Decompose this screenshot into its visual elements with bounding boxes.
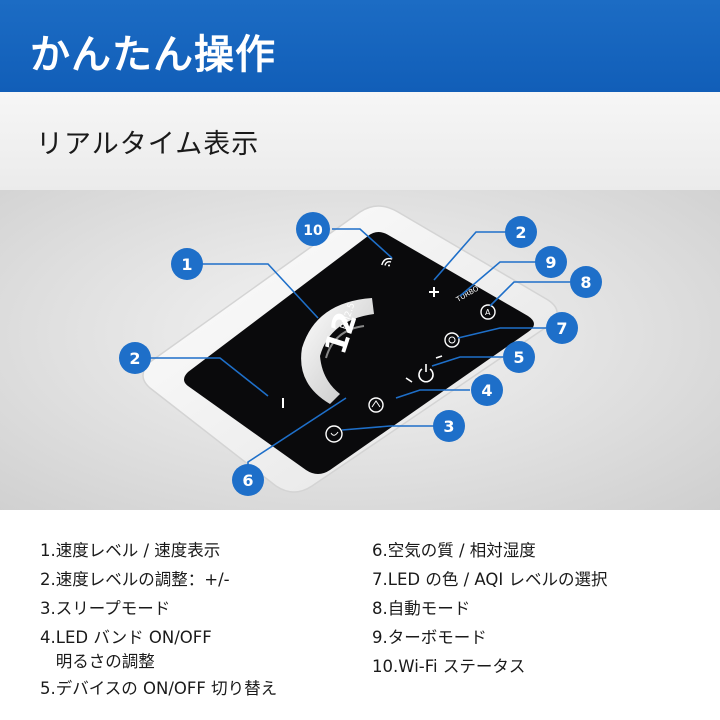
svg-text:3: 3 xyxy=(443,417,454,436)
legend-item-9: 9.ターボモード xyxy=(372,628,487,647)
speed-arc-inner xyxy=(325,325,365,359)
header-banner: かんたん操作 xyxy=(0,0,720,92)
led-band-icon xyxy=(368,397,384,413)
callout-6: 6 xyxy=(232,464,264,496)
callout-9: 9 xyxy=(535,246,567,278)
wifi-icon xyxy=(381,257,393,267)
legend-column-right: 6.空気の質 / 相対湿度 7.LED の色 / AQI レベルの選択 8.自動… xyxy=(372,536,712,681)
legend-item-1: 1.速度レベル / 速度表示 xyxy=(40,541,221,560)
legend-column-left: 1.速度レベル / 速度表示 2.速度レベルの調整：+/- 3.スリープモード … xyxy=(40,536,360,703)
svg-text:4: 4 xyxy=(481,381,492,400)
legend-item-2: 2.速度レベルの調整：+/- xyxy=(40,570,230,589)
callout-1: 1 xyxy=(171,248,203,280)
legend: 1.速度レベル / 速度表示 2.速度レベルの調整：+/- 3.スリープモード … xyxy=(0,510,720,720)
page-title: かんたん操作 xyxy=(30,32,276,78)
legend-item-7: 7.LED の色 / AQI レベルの選択 xyxy=(372,570,608,589)
auto-mode-icon xyxy=(480,304,496,320)
svg-text:1: 1 xyxy=(181,255,192,274)
svg-text:10: 10 xyxy=(303,223,323,239)
callout-3: 3 xyxy=(433,410,465,442)
legend-item-3: 3.スリープモード xyxy=(40,599,171,618)
svg-text:2: 2 xyxy=(515,223,526,242)
svg-text:6: 6 xyxy=(242,471,253,490)
callout-7: 7 xyxy=(546,312,578,344)
legend-item-10: 10.Wi-Fi ステータス xyxy=(372,657,526,676)
callout-2-left: 2 xyxy=(119,342,151,374)
display-panel xyxy=(184,232,534,474)
led-color-icon xyxy=(444,332,460,348)
legend-item-6: 6.空気の質 / 相対湿度 xyxy=(372,541,536,560)
svg-text:8: 8 xyxy=(580,273,591,292)
callout-10: 10 xyxy=(296,212,330,246)
svg-text:5: 5 xyxy=(513,348,524,367)
sleep-icon xyxy=(325,425,343,443)
callout-5: 5 xyxy=(503,341,535,373)
subtitle-band xyxy=(0,92,720,190)
legend-item-5: 5.デバイスの ON/OFF 切り替え xyxy=(40,679,278,698)
callout-2-right: 2 xyxy=(505,216,537,248)
svg-text:9: 9 xyxy=(545,253,556,272)
callout-4: 4 xyxy=(471,374,503,406)
svg-text:A: A xyxy=(485,308,491,317)
svg-text:7: 7 xyxy=(556,319,567,338)
leader-lines xyxy=(150,228,570,476)
section-subtitle: リアルタイム表示 xyxy=(36,129,260,160)
power-icon xyxy=(418,364,434,383)
legend-item-8: 8.自動モード xyxy=(372,599,471,618)
speed-arc xyxy=(301,298,374,404)
callout-8: 8 xyxy=(570,266,602,298)
svg-text:2: 2 xyxy=(129,349,140,368)
